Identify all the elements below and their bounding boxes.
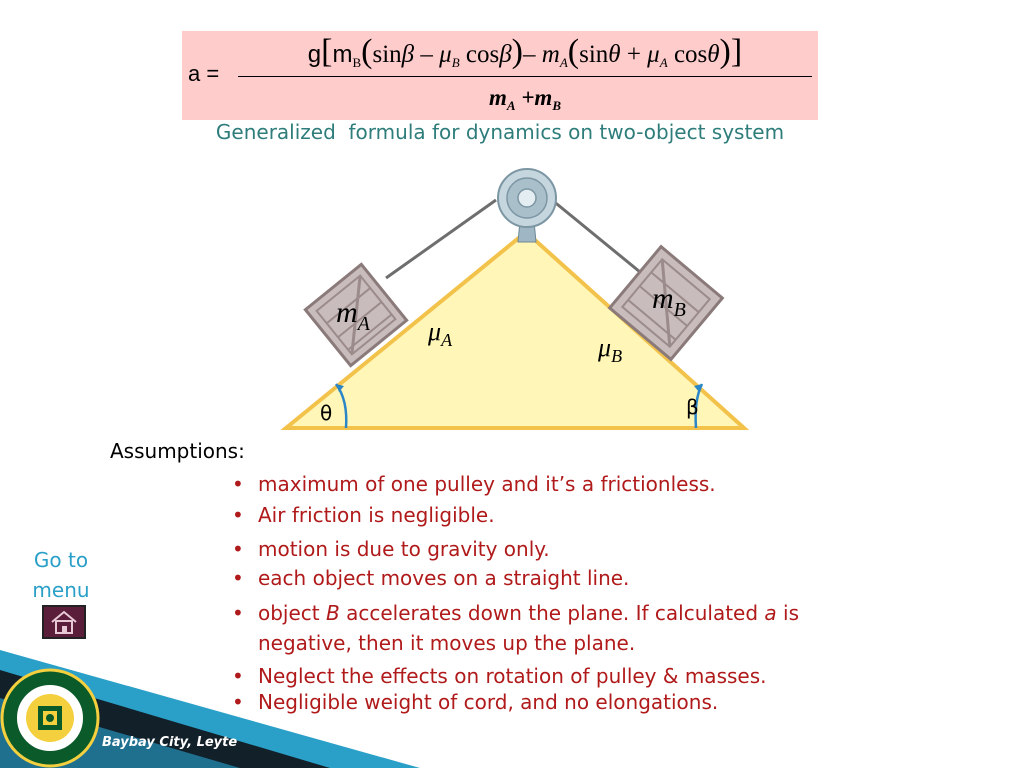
theta-arrow-icon: [336, 384, 344, 392]
assumptions-title: Assumptions:: [110, 439, 245, 463]
mass-a-label: mA: [336, 296, 371, 335]
assumption-item: •motion is due to gravity only.: [232, 537, 550, 561]
crate-b-icon: [607, 244, 725, 362]
assumption-item: •each object moves on a straight line.: [232, 566, 630, 590]
footer-city: Baybay City, Leyte: [102, 735, 238, 750]
pulley-icon: [497, 168, 557, 228]
mass-b-label: mB: [652, 282, 686, 321]
fraction-bar: [238, 76, 812, 77]
assumption-item: •Air friction is negligible.: [232, 503, 495, 527]
assumption-item: •Negligible weight of cord, and no elong…: [232, 690, 719, 714]
mu-a-label: μA: [427, 317, 453, 350]
home-icon: [51, 610, 77, 634]
formula-box: a = g[mB(sinβ – μB cosβ)– mA(sinθ + μA c…: [182, 31, 818, 120]
cord-left: [385, 198, 497, 280]
crate-a-icon: [303, 262, 409, 368]
incline-diagram: mA mB μA μB θ β: [280, 168, 750, 430]
assumption-item: •Neglect the effects on rotation of pull…: [232, 664, 767, 688]
university-seal-icon: [0, 668, 100, 768]
beta-label: β: [686, 395, 699, 419]
home-button[interactable]: [42, 605, 86, 639]
cord-right: [551, 198, 641, 274]
assumption-item: •maximum of one pulley and it’s a fricti…: [232, 472, 716, 496]
go-to-menu-link[interactable]: Go to menu: [32, 548, 90, 602]
formula-lhs: a =: [188, 61, 220, 86]
formula-denominator: mA +mB: [489, 85, 561, 113]
footer-band: [0, 650, 420, 768]
formula-numerator: g[mB(sinβ – μB cosβ)– mA(sinθ + μA cosθ)…: [307, 33, 743, 70]
assumption-item: •object B accelerates down the plane. If…: [232, 601, 800, 655]
theta-label: θ: [320, 401, 332, 425]
beta-arrow-icon: [694, 384, 702, 392]
formula-caption: Generalized formula for dynamics on two-…: [215, 120, 785, 144]
mu-b-label: μB: [597, 333, 622, 366]
